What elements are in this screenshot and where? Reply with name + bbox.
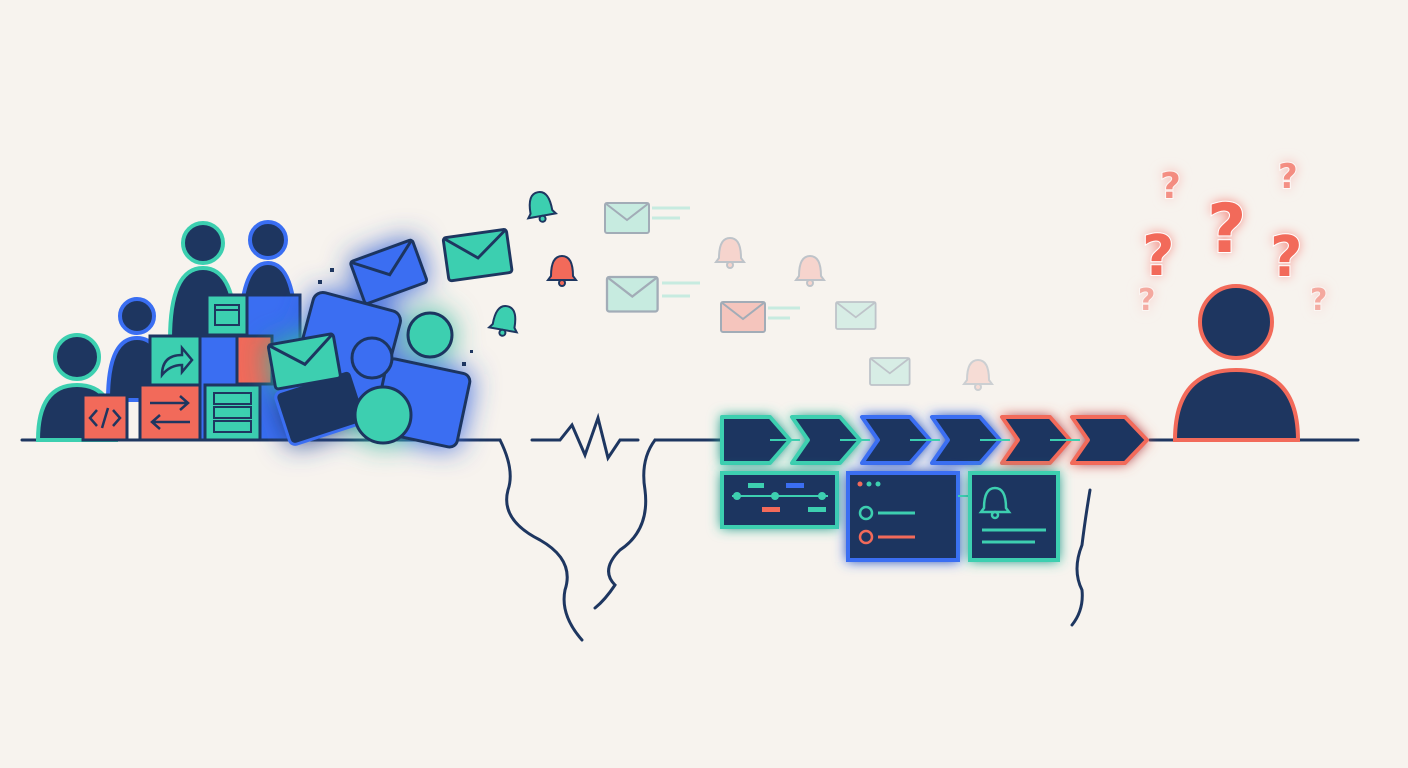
envelope-icon	[869, 357, 911, 386]
bell-icon	[963, 359, 993, 391]
bell-icon	[523, 188, 558, 226]
envelope-icon	[604, 202, 650, 234]
chevron-arrow-icon	[1070, 415, 1149, 465]
chevron-arrow-icon	[790, 415, 862, 465]
question-mark-icon: ?	[1160, 166, 1181, 207]
question-mark-icon: ?	[1207, 190, 1246, 269]
share-icon	[148, 334, 202, 388]
envelope-icon	[605, 275, 659, 313]
envelope-icon	[441, 227, 514, 283]
bell-icon	[487, 302, 522, 340]
question-mark-icon: ?	[1142, 224, 1174, 289]
flying-notifications	[441, 188, 993, 391]
bell-icon	[547, 255, 577, 287]
question-mark-icon: ?	[1270, 225, 1302, 290]
transfer-arrows-icon	[138, 383, 202, 442]
chevron-arrow-icon	[860, 415, 932, 465]
list-panel-icon	[846, 471, 960, 562]
scatter-dots	[318, 268, 473, 366]
timeline-panel-icon	[720, 471, 839, 529]
server-icon	[203, 383, 262, 442]
chevron-arrow-icon	[720, 415, 792, 465]
chevron-arrow-icon	[930, 415, 1002, 465]
bell-icon	[715, 237, 745, 269]
question-mark-icon: ?	[1278, 157, 1298, 197]
bell-icon	[795, 255, 825, 287]
code-icon	[81, 393, 129, 442]
confused-person	[1172, 284, 1301, 442]
pipeline-arrows	[720, 415, 1149, 465]
notification-panel-icon	[968, 471, 1060, 562]
cracks	[498, 438, 1092, 642]
envelope-icon	[266, 332, 343, 391]
envelope-icon	[720, 301, 766, 333]
overflowing-pile	[266, 237, 472, 449]
envelope-icon	[835, 301, 877, 330]
chevron-arrow-icon	[1000, 415, 1072, 465]
question-mark-icon: ?	[1138, 283, 1155, 318]
question-mark-icon: ?	[1310, 283, 1327, 318]
envelope-icon	[348, 237, 429, 306]
window-icon	[205, 293, 249, 337]
question-marks: ? ? ? ? ? ? ?	[1137, 156, 1328, 319]
